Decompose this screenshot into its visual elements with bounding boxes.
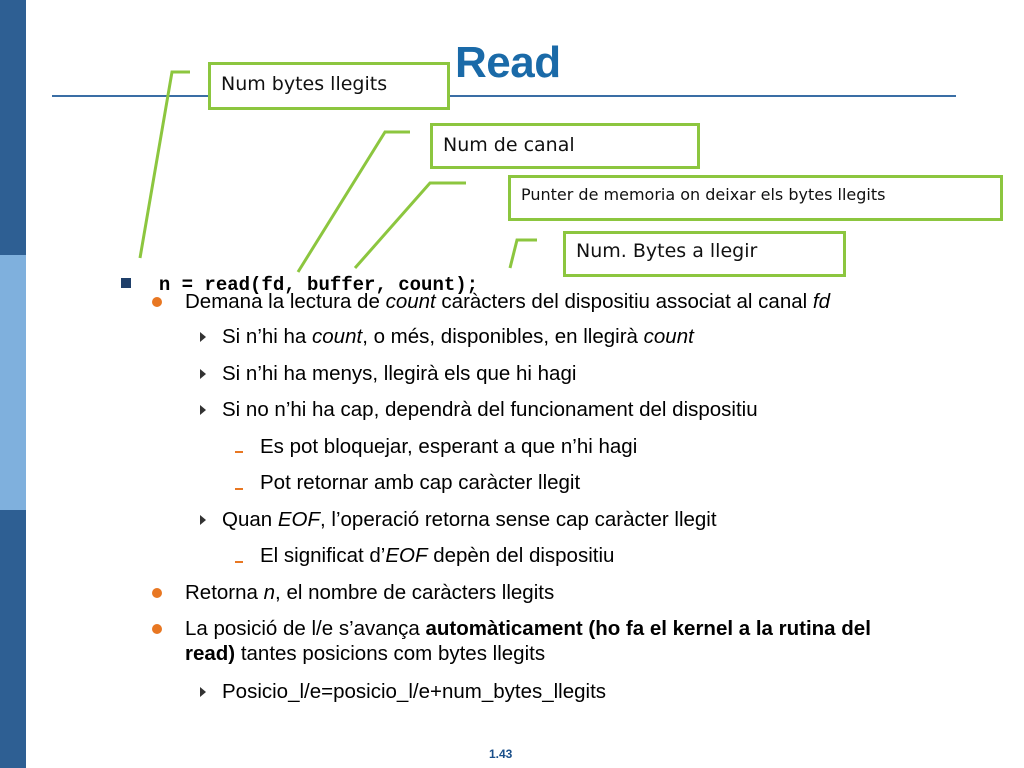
subsubbullet-significat-eof: El significat d’EOF depèn del dispositiu: [260, 544, 614, 568]
code-line: n = read(fd, buffer, count);: [98, 252, 478, 296]
code-text: n = read(fd, buffer, count);: [158, 274, 479, 296]
text-segment-italic: EOF: [277, 508, 321, 531]
dash-bullet-icon: [235, 451, 243, 453]
text-segment-italic: n: [263, 581, 276, 604]
text-segment: La posició de l/e s’avança: [185, 617, 426, 640]
page-number: 1.43: [489, 747, 513, 761]
text-segment-bold: read): [185, 642, 236, 665]
dash-bullet-icon: [235, 488, 243, 490]
connector-num-llegir: [508, 238, 537, 269]
subbullet-si-nhi-ha-count: Si n’hi ha count, o més, disponibles, en…: [222, 325, 694, 349]
square-bullet-icon: [120, 278, 131, 288]
text-segment: depèn del dispositiu: [427, 544, 615, 567]
subbullet-si-nhi-ha-menys: Si n’hi ha menys, llegirà els que hi hag…: [222, 362, 577, 385]
text-segment-italic: EOF: [385, 544, 428, 567]
triangle-bullet-icon: [200, 515, 206, 525]
sidebar-strip: [0, 0, 26, 768]
bullet-demana-lectura: Demana la lectura de count caràcters del…: [185, 290, 830, 314]
text-segment: , el nombre de caràcters llegits: [275, 581, 555, 604]
sidebar-segment-top: [0, 0, 26, 255]
triangle-bullet-icon: [200, 369, 206, 379]
connector-num-canal: [296, 130, 410, 273]
connector-num-bytes: [138, 70, 190, 259]
text-segment: , l’operació retorna sense cap caràcter …: [320, 508, 717, 531]
callout-num-canal: Num de canal: [430, 123, 700, 169]
bullet-posicio-le-line2: read) tantes posicions com bytes llegits: [185, 642, 545, 666]
text-segment-italic: count: [385, 290, 436, 313]
circle-bullet-icon: [152, 624, 162, 634]
text-segment: , o més, disponibles, en llegirà: [362, 325, 644, 348]
title-rule: [52, 95, 956, 97]
subbullet-quan-eof: Quan EOF, l’operació retorna sense cap c…: [222, 508, 717, 532]
bullet-posicio-le-line1: La posició de l/e s’avança automàticamen…: [185, 617, 871, 641]
callout-num-bytes-a-llegir: Num. Bytes a llegir: [563, 231, 846, 277]
sidebar-segment-bottom: [0, 510, 26, 768]
text-segment-italic: count: [312, 325, 363, 348]
bullet-retorna-n: Retorna n, el nombre de caràcters llegit…: [185, 581, 554, 605]
text-segment: tantes posicions com bytes llegits: [235, 642, 546, 665]
text-segment: Demana la lectura de: [185, 290, 386, 313]
text-segment: El significat d’: [260, 544, 386, 567]
subbullet-si-no-nhi-ha-cap: Si no n’hi ha cap, dependrà del funciona…: [222, 398, 758, 421]
text-segment: Retorna: [185, 581, 264, 604]
dash-bullet-icon: [235, 561, 243, 563]
subsubbullet-retornar: Pot retornar amb cap caràcter llegit: [260, 471, 581, 494]
text-segment-bold: automàticament (ho fa el kernel a la rut…: [425, 617, 871, 640]
text-segment: Quan: [222, 508, 278, 531]
text-segment-italic: count: [643, 325, 694, 348]
text-segment: Si n’hi ha: [222, 325, 313, 348]
subbullet-posicio-formula: Posicio_l/e=posicio_l/e+num_bytes_llegit…: [222, 680, 607, 703]
connector-punter: [353, 181, 466, 269]
sidebar-segment-middle: [0, 255, 26, 510]
subsubbullet-bloquejar: Es pot bloquejar, esperant a que n’hi ha…: [260, 435, 638, 458]
text-segment-italic: fd: [812, 290, 830, 313]
triangle-bullet-icon: [200, 332, 206, 342]
callout-punter-memoria: Punter de memoria on deixar els bytes ll…: [508, 175, 1003, 221]
triangle-bullet-icon: [200, 687, 206, 697]
text-segment: caràcters del dispositiu associat al can…: [435, 290, 813, 313]
slide-title: Read: [455, 38, 561, 87]
circle-bullet-icon: [152, 297, 162, 307]
callout-num-bytes-llegits: Num bytes llegits: [208, 62, 450, 110]
triangle-bullet-icon: [200, 405, 206, 415]
circle-bullet-icon: [152, 588, 162, 598]
